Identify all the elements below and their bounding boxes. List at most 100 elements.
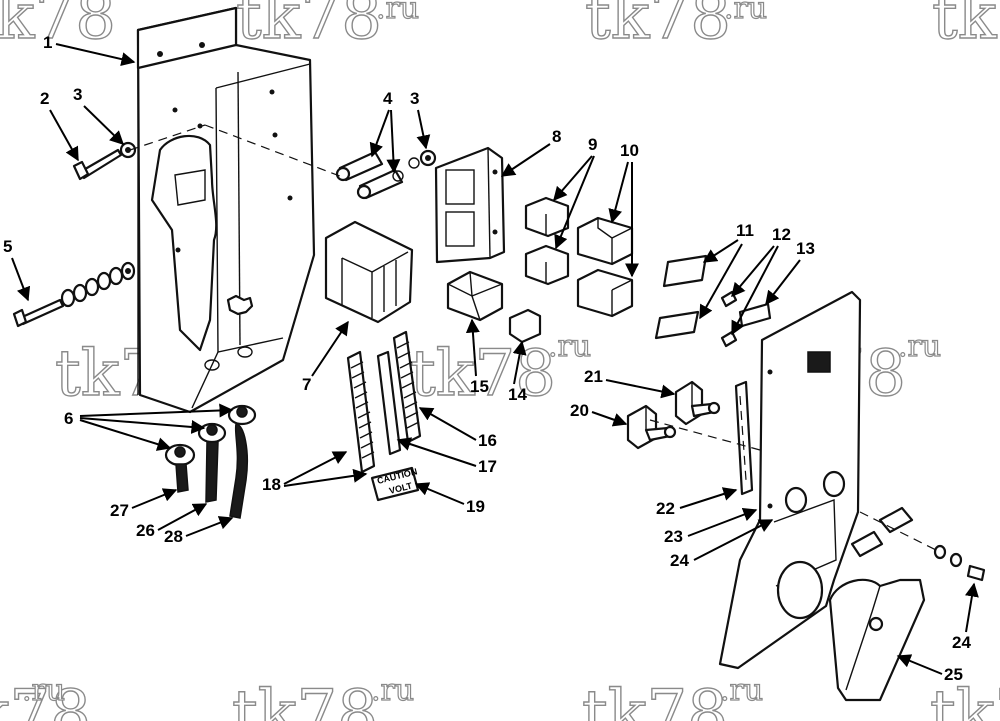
svg-text:3: 3 [410, 89, 419, 108]
watermark: tk78 .ru [231, 672, 415, 721]
svg-text:13: 13 [796, 239, 815, 258]
callout-23: 23 [664, 507, 758, 546]
svg-text:11: 11 [736, 221, 754, 240]
watermark: tk78 .ru [0, 672, 92, 721]
panel-screw [933, 544, 986, 582]
svg-text:6: 6 [64, 409, 73, 428]
toggle-switch-right [674, 380, 721, 426]
callout-22: 22 [656, 487, 738, 518]
svg-text:5: 5 [3, 237, 12, 256]
svg-text:19: 19 [466, 497, 485, 516]
small-relay-socket [508, 308, 542, 344]
svg-text:14: 14 [508, 385, 527, 404]
svg-text:26: 26 [136, 521, 155, 540]
small-clip-pair [720, 290, 738, 348]
callout-7: 7 [302, 320, 349, 394]
svg-text:4: 4 [383, 89, 393, 108]
callout-10: 10 [608, 141, 639, 278]
marker-strip [376, 350, 402, 456]
cable-long [229, 423, 249, 519]
callout-14: 14 [508, 340, 527, 404]
svg-text:.ru: .ru [720, 673, 763, 708]
callout-2: 2 [40, 89, 79, 162]
callout-21: 21 [584, 367, 676, 399]
heat-sink [324, 220, 414, 324]
nut-left [119, 141, 137, 159]
nut-right [408, 149, 437, 169]
svg-text:27: 27 [110, 501, 129, 520]
svg-text:9: 9 [588, 135, 597, 154]
callout-13: 13 [765, 239, 815, 306]
screw-with-washers [12, 261, 136, 328]
callout-27: 26 [136, 503, 208, 540]
callout-26: 25 [896, 654, 963, 684]
svg-text:.ru: .ru [371, 673, 414, 708]
svg-text:23: 23 [664, 527, 683, 546]
small-nameplate [738, 302, 772, 328]
svg-text:18: 18 [262, 475, 281, 494]
watermark: tk78 .ru [581, 672, 764, 721]
watermark: tk78 .ru [584, 0, 768, 55]
svg-text:tk78: tk78 [585, 0, 731, 54]
svg-text:28: 28 [164, 527, 183, 546]
fuse-holders [335, 150, 404, 200]
callout-16: 16 [418, 407, 497, 450]
svg-text:7: 7 [302, 375, 311, 394]
callout-11: 11 [699, 221, 754, 320]
small-relay-lower [524, 244, 570, 286]
callout-24: 24 [670, 519, 774, 570]
svg-text:.ru: .ru [22, 673, 65, 708]
caution-label: CAUTION VOLT [370, 466, 420, 502]
callout-6: 6 [64, 403, 234, 451]
callout-3: 3 [73, 85, 125, 145]
svg-text:12: 12 [772, 225, 791, 244]
watermark: tk78 [0, 0, 117, 55]
callout-18: 18 [262, 451, 368, 494]
spring-clips [654, 254, 708, 340]
cable-grommets [164, 404, 257, 467]
callout-9: 9 [553, 135, 597, 250]
small-relay-upper [524, 196, 570, 238]
bolt-long [72, 148, 123, 181]
callout-5: 5 [3, 237, 31, 302]
svg-text:20: 20 [570, 401, 589, 420]
callout-4: 4 [369, 89, 401, 174]
panel-gasket [734, 380, 754, 496]
callout-3: 3 [410, 89, 431, 150]
cable-short [175, 463, 189, 493]
svg-text:3: 3 [73, 85, 82, 104]
svg-text:22: 22 [656, 499, 675, 518]
toggle-switch-left [626, 404, 677, 450]
svg-text:.ru: .ru [376, 0, 419, 26]
svg-text:15: 15 [470, 377, 489, 396]
svg-text:.ru: .ru [548, 329, 591, 364]
watermark: tk78 [931, 0, 1000, 55]
svg-text:tk78: tk78 [0, 677, 91, 721]
callout-12: 12 [731, 225, 791, 336]
svg-text:24: 24 [670, 551, 689, 570]
callout-25: 24 [952, 582, 979, 652]
svg-text:1: 1 [43, 33, 52, 52]
svg-text:tk78: tk78 [232, 677, 378, 721]
callouts: 1 2 3 3 4 5 6 7 [3, 33, 979, 684]
callout-17: 17 [396, 437, 497, 476]
svg-text:tk78: tk78 [582, 677, 728, 721]
relay-module [446, 270, 504, 322]
callout-28: 27 [110, 488, 178, 520]
large-relay-lower [576, 268, 634, 318]
relay-bracket [434, 146, 506, 264]
svg-text:tk78: tk78 [410, 337, 556, 411]
watermark: tk78 .ru [409, 328, 592, 411]
cable-medium [205, 441, 219, 503]
large-relay-upper [576, 216, 634, 266]
svg-text:24: 24 [952, 633, 971, 652]
svg-text:25: 25 [944, 665, 963, 684]
svg-text:tk78: tk78 [930, 677, 1000, 721]
svg-text:tk78: tk78 [236, 0, 382, 54]
svg-text:8: 8 [552, 127, 561, 146]
terminal-strip-left [346, 350, 376, 474]
callout-8: 8 [500, 127, 561, 177]
svg-text:10: 10 [620, 141, 639, 160]
callout-29: 28 [164, 516, 234, 546]
